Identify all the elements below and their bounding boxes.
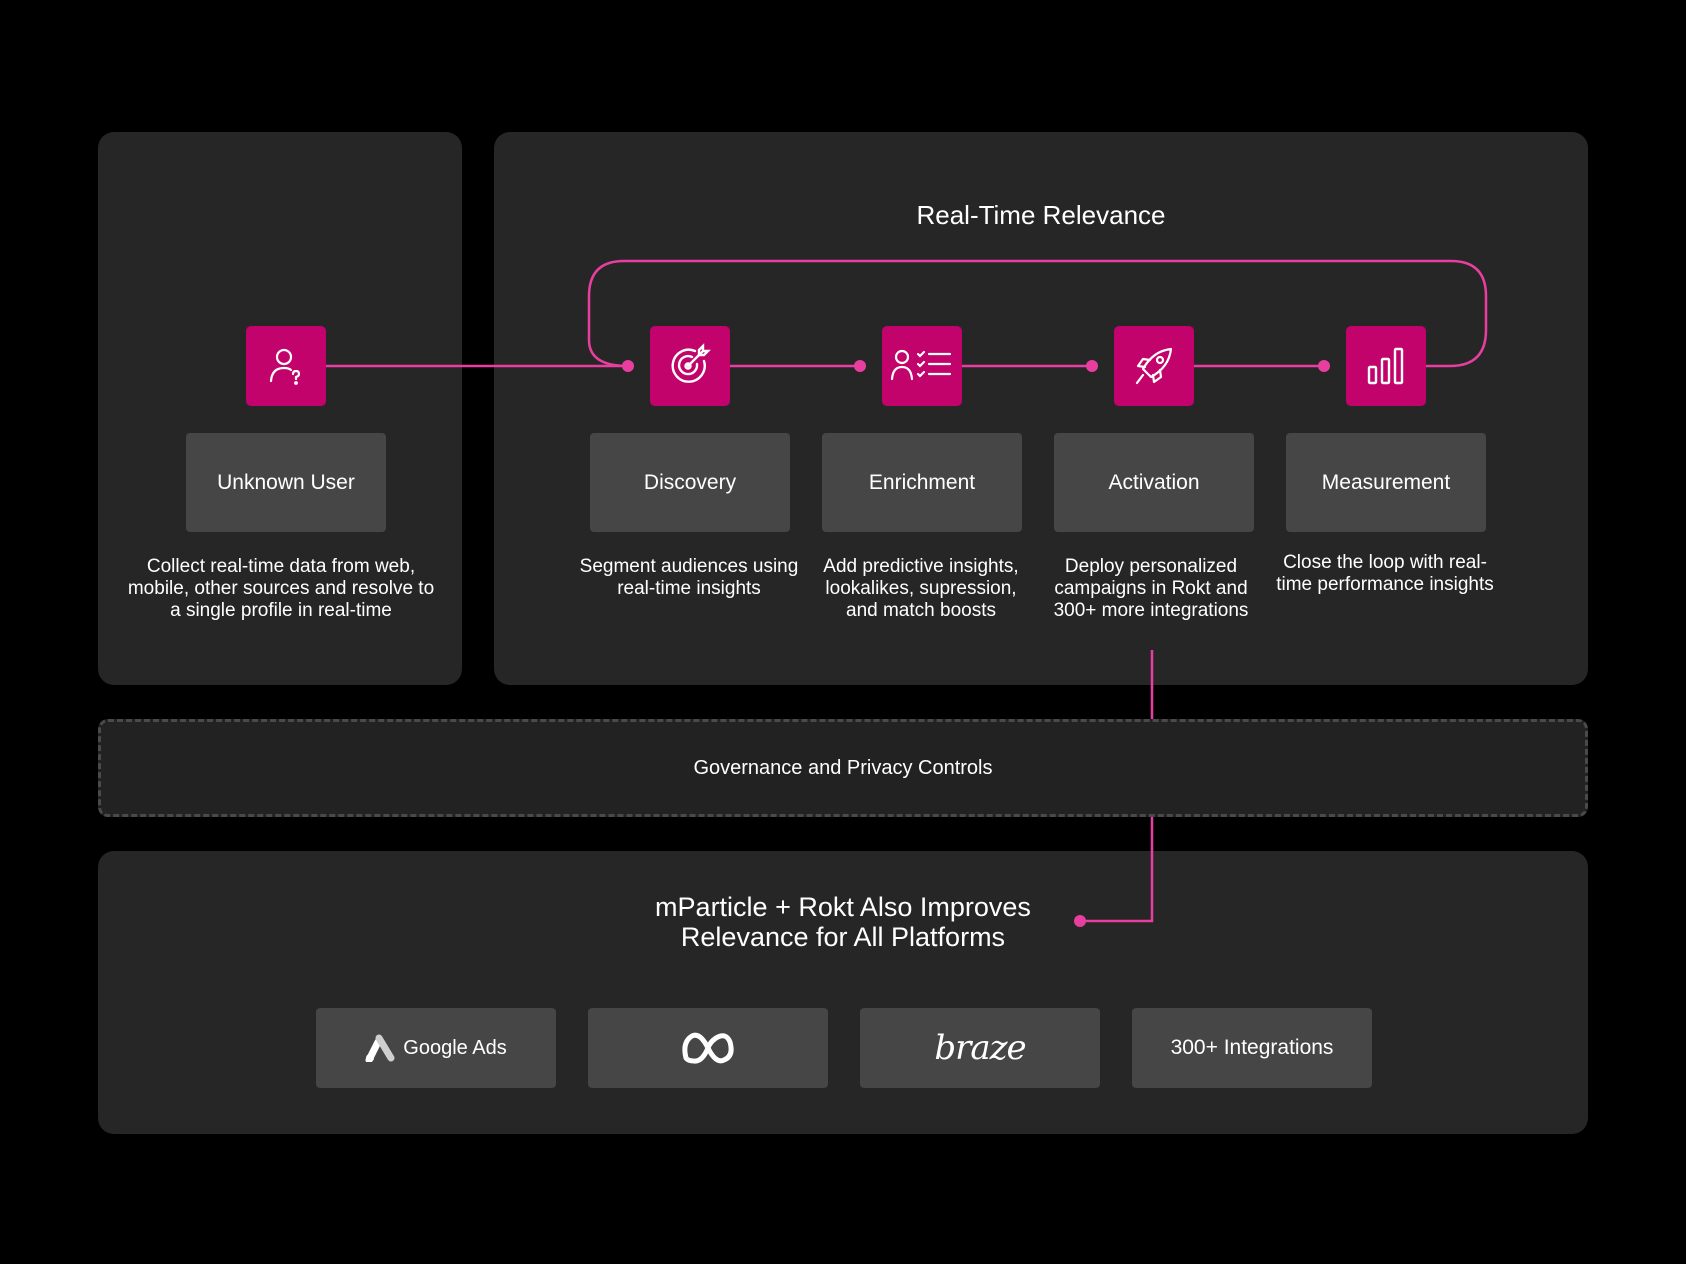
connector-dot bbox=[1318, 360, 1330, 372]
step-label-measurement: Measurement bbox=[1286, 433, 1486, 532]
rocket-icon bbox=[1114, 326, 1194, 406]
platform-more-integrations-label: 300+ Integrations bbox=[1170, 1036, 1334, 1059]
meta-logo-icon bbox=[682, 1032, 734, 1064]
connector-dot bbox=[622, 360, 634, 372]
user-question-icon bbox=[246, 326, 326, 406]
step-label-enrichment: Enrichment bbox=[822, 433, 1022, 532]
google-ads-logo-icon bbox=[365, 1034, 395, 1062]
step-label-unknown-user: Unknown User bbox=[186, 433, 386, 532]
target-icon bbox=[650, 326, 730, 406]
real-time-relevance-panel bbox=[494, 132, 1588, 685]
real-time-relevance-title: Real-Time Relevance bbox=[916, 200, 1166, 230]
feedback-loop-connector bbox=[587, 259, 1488, 368]
step-desc-unknown-user: Collect real-time data from web, mobile,… bbox=[127, 556, 435, 621]
bar-chart-icon bbox=[1346, 326, 1426, 406]
connector-dot bbox=[1086, 360, 1098, 372]
step-label-discovery: Discovery bbox=[590, 433, 790, 532]
user-list-icon bbox=[882, 326, 962, 406]
platform-google-ads: Google Ads bbox=[316, 1008, 556, 1088]
platforms-title: mParticle + Rokt Also Improves Relevance… bbox=[655, 892, 1031, 952]
connector-dot bbox=[854, 360, 866, 372]
platform-google-ads-label: Google Ads bbox=[403, 1036, 507, 1059]
braze-logo-icon: braze bbox=[934, 1028, 1026, 1068]
connector-dot bbox=[1074, 915, 1086, 927]
step-desc-enrichment: Add predictive insights, lookalikes, sup… bbox=[823, 556, 1019, 621]
platform-more-integrations: 300+ Integrations bbox=[1132, 1008, 1372, 1088]
step-desc-measurement: Close the loop with real-time performanc… bbox=[1276, 552, 1494, 595]
step-label-activation: Activation bbox=[1054, 433, 1254, 532]
governance-label: Governance and Privacy Controls bbox=[693, 756, 993, 779]
platform-braze: braze bbox=[860, 1008, 1100, 1088]
step-desc-discovery: Segment audiences using real-time insigh… bbox=[579, 556, 799, 599]
platform-meta bbox=[588, 1008, 828, 1088]
governance-privacy-panel: Governance and Privacy Controls bbox=[98, 719, 1588, 817]
source-panel bbox=[98, 132, 462, 685]
step-desc-activation: Deploy personalized campaigns in Rokt an… bbox=[1053, 556, 1249, 621]
